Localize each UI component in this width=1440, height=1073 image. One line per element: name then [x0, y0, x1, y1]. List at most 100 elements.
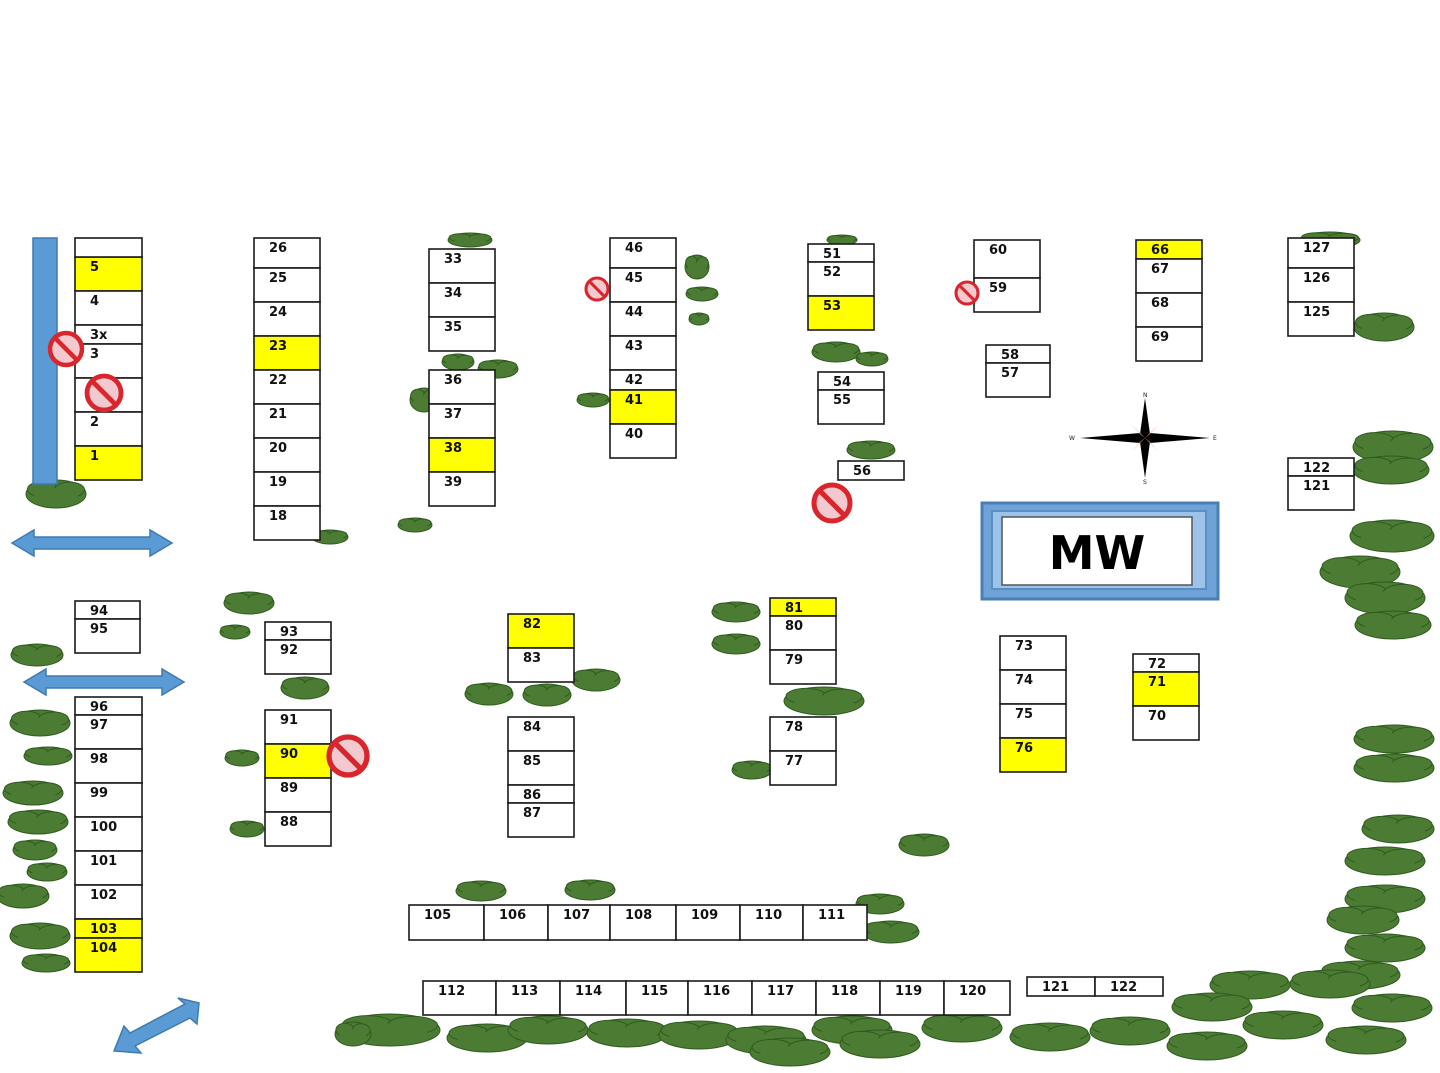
lot-84[interactable]: 84 [507, 716, 575, 752]
lot-24[interactable]: 24 [253, 301, 321, 337]
lot-60[interactable]: 60 [973, 239, 1041, 279]
lot-100[interactable]: 100 [74, 816, 143, 852]
lot-93[interactable]: 93 [264, 621, 332, 641]
lot-91[interactable]: 91 [264, 709, 332, 745]
lot-113[interactable]: 113 [495, 980, 561, 1016]
lot-76[interactable]: 76 [999, 737, 1067, 773]
lot-45[interactable]: 45 [609, 267, 677, 303]
lot-40[interactable]: 40 [609, 423, 677, 459]
lot-33[interactable]: 33 [428, 248, 496, 284]
lot-107[interactable]: 107 [547, 904, 611, 941]
lot-104[interactable]: 104 [74, 937, 143, 973]
lot-112[interactable]: 112 [422, 980, 497, 1016]
lot-39[interactable]: 39 [428, 471, 496, 507]
lot-52[interactable]: 52 [807, 261, 875, 297]
lot-22[interactable]: 22 [253, 369, 321, 405]
lot-80[interactable]: 80 [769, 615, 837, 651]
lot-5[interactable]: 5 [74, 256, 143, 292]
lot-38[interactable]: 38 [428, 437, 496, 473]
lot-75[interactable]: 75 [999, 703, 1067, 739]
lot-85[interactable]: 85 [507, 750, 575, 786]
lot-blank[interactable] [74, 237, 143, 258]
lot-77[interactable]: 77 [769, 750, 837, 786]
lot-44[interactable]: 44 [609, 301, 677, 337]
lot-69[interactable]: 69 [1135, 326, 1203, 362]
lot-19[interactable]: 19 [253, 471, 321, 507]
lot-115[interactable]: 115 [625, 980, 689, 1016]
lot-23[interactable]: 23 [253, 335, 321, 371]
lot-59[interactable]: 59 [973, 277, 1041, 313]
lot-54[interactable]: 54 [817, 371, 885, 391]
lot-126[interactable]: 126 [1287, 267, 1355, 303]
lot-108[interactable]: 108 [609, 904, 677, 941]
lot-111[interactable]: 111 [802, 904, 868, 941]
lot-34[interactable]: 34 [428, 282, 496, 318]
lot-68[interactable]: 68 [1135, 292, 1203, 328]
lot-4[interactable]: 4 [74, 290, 143, 326]
lot-37[interactable]: 37 [428, 403, 496, 439]
lot-83[interactable]: 83 [507, 647, 575, 683]
lot-92[interactable]: 92 [264, 639, 332, 675]
lot-125[interactable]: 125 [1287, 301, 1355, 337]
lot-99[interactable]: 99 [74, 782, 143, 818]
lot-26[interactable]: 26 [253, 237, 321, 269]
lot-67[interactable]: 67 [1135, 258, 1203, 294]
lot-90[interactable]: 90 [264, 743, 332, 779]
lot-36[interactable]: 36 [428, 369, 496, 405]
lot-94[interactable]: 94 [74, 600, 141, 620]
lot-101[interactable]: 101 [74, 850, 143, 886]
lot-57[interactable]: 57 [985, 362, 1051, 398]
lot-74[interactable]: 74 [999, 669, 1067, 705]
lot-25[interactable]: 25 [253, 267, 321, 303]
lot-43[interactable]: 43 [609, 335, 677, 371]
lot-56[interactable]: 56 [837, 460, 905, 481]
lot-105[interactable]: 105 [408, 904, 485, 941]
lot-58[interactable]: 58 [985, 344, 1051, 364]
lot-110[interactable]: 110 [739, 904, 804, 941]
lot-117[interactable]: 117 [751, 980, 817, 1016]
lot-21[interactable]: 21 [253, 403, 321, 439]
lot-72[interactable]: 72 [1132, 653, 1200, 673]
lot-82[interactable]: 82 [507, 613, 575, 649]
lot-55[interactable]: 55 [817, 389, 885, 425]
lot-1[interactable]: 1 [74, 445, 143, 481]
lot-70[interactable]: 70 [1132, 705, 1200, 741]
lot-118[interactable]: 118 [815, 980, 881, 1016]
lot-103[interactable]: 103 [74, 918, 143, 939]
lot-41[interactable]: 41 [609, 389, 677, 425]
lot-121[interactable]: 121 [1287, 475, 1355, 511]
lot-97[interactable]: 97 [74, 714, 143, 750]
lot-122[interactable]: 122 [1287, 457, 1355, 477]
lot-106[interactable]: 106 [483, 904, 549, 941]
lot-127[interactable]: 127 [1287, 237, 1355, 269]
lot-116[interactable]: 116 [687, 980, 753, 1016]
lot-51[interactable]: 51 [807, 243, 875, 263]
lot-73[interactable]: 73 [999, 635, 1067, 671]
lot-89[interactable]: 89 [264, 777, 332, 813]
lot-121[interactable]: 121 [1026, 976, 1096, 997]
lot-42[interactable]: 42 [609, 369, 677, 391]
lot-78[interactable]: 78 [769, 716, 837, 752]
lot-120[interactable]: 120 [943, 980, 1011, 1016]
lot-79[interactable]: 79 [769, 649, 837, 685]
lot-18[interactable]: 18 [253, 505, 321, 541]
lot-122[interactable]: 122 [1094, 976, 1164, 997]
lot-95[interactable]: 95 [74, 618, 141, 654]
lot-2[interactable]: 2 [74, 411, 143, 447]
lot-102[interactable]: 102 [74, 884, 143, 920]
lot-35[interactable]: 35 [428, 316, 496, 352]
lot-3[interactable]: 3 [74, 343, 143, 379]
lot-3x[interactable]: 3x [74, 324, 143, 345]
lot-114[interactable]: 114 [559, 980, 627, 1016]
lot-46[interactable]: 46 [609, 237, 677, 269]
lot-87[interactable]: 87 [507, 802, 575, 838]
lot-66[interactable]: 66 [1135, 239, 1203, 260]
lot-109[interactable]: 109 [675, 904, 741, 941]
lot-119[interactable]: 119 [879, 980, 945, 1016]
lot-96[interactable]: 96 [74, 696, 143, 716]
lot-98[interactable]: 98 [74, 748, 143, 784]
lot-20[interactable]: 20 [253, 437, 321, 473]
lot-86[interactable]: 86 [507, 784, 575, 804]
lot-53[interactable]: 53 [807, 295, 875, 331]
lot-81[interactable]: 81 [769, 597, 837, 617]
